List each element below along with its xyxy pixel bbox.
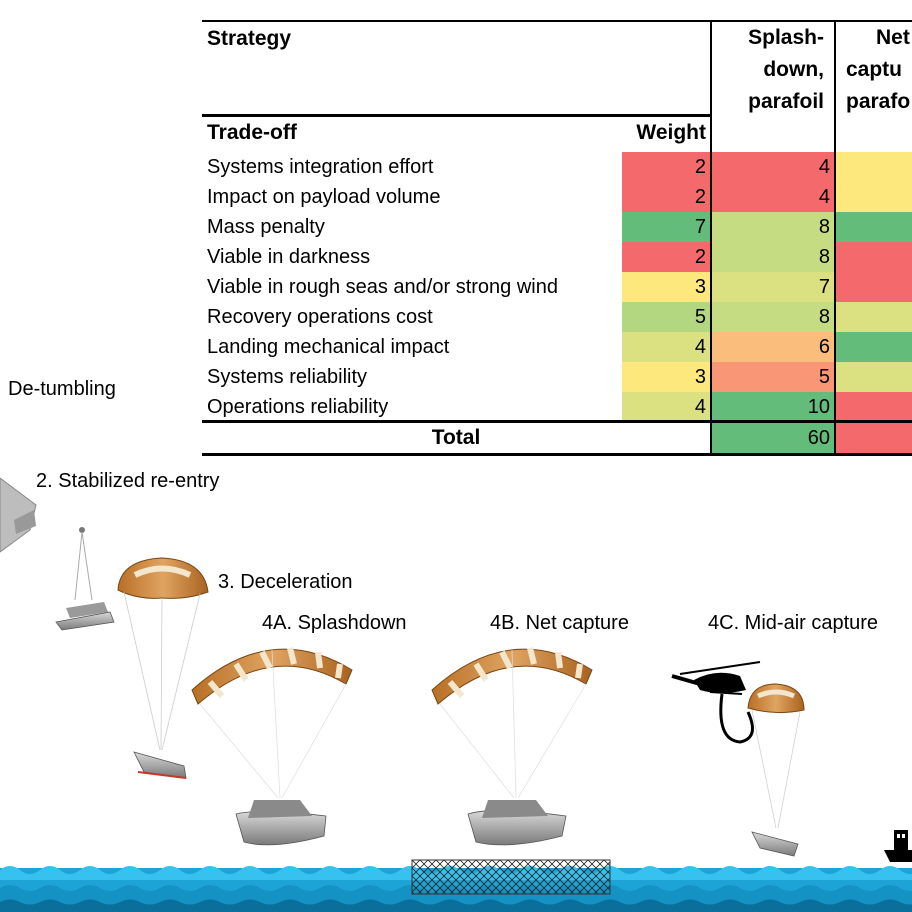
subheader-rule — [202, 114, 712, 117]
score-cell-1: 6 — [712, 332, 834, 362]
total-score-1: 60 — [712, 423, 834, 453]
strategy-header: Strategy — [207, 27, 292, 50]
tradeoff-label: Landing mechanical impact — [207, 336, 450, 358]
strategy-col-1-header: Splash- down, parafoil — [714, 22, 832, 118]
weight-box-right — [710, 116, 712, 150]
tumbling-vehicle — [0, 477, 37, 553]
total-top-rule — [202, 420, 912, 423]
midair-capture — [671, 661, 805, 857]
weight-cell: 2 — [622, 182, 710, 212]
tradeoff-label: Systems integration effort — [207, 156, 434, 178]
strategy-col-1-line-2: down, — [763, 58, 824, 81]
label-net-capture: 4B. Net capture — [490, 612, 629, 634]
strategy-col-2-line-1: Net — [876, 26, 910, 49]
label-detumbling: De-tumbling — [8, 378, 116, 400]
weight-cell: 2 — [622, 242, 710, 272]
weight-header: Weight — [636, 121, 706, 144]
deceleration-parachute — [117, 557, 209, 779]
score-cell-1: 8 — [712, 242, 834, 272]
tradeoff-header: Trade-off — [207, 121, 297, 144]
score-cell-2 — [836, 332, 912, 362]
score-cell-2 — [836, 212, 912, 242]
parafoil-net-capture — [431, 647, 593, 846]
tradeoff-label: Systems reliability — [207, 366, 368, 388]
score-cell-1: 8 — [712, 212, 834, 242]
label-splashdown: 4A. Splashdown — [262, 612, 407, 634]
strategy-col-1-line-3: parafoil — [748, 90, 824, 113]
score-cell-2 — [836, 152, 912, 182]
score-cell-2 — [836, 302, 912, 332]
label-midair-capture: 4C. Mid-air capture — [708, 612, 879, 634]
strategy-col-2-line-3: parafo — [846, 90, 911, 113]
score-cell-2 — [836, 392, 912, 422]
total-bottom-rule — [202, 453, 912, 456]
weight-cell: 7 — [622, 212, 710, 242]
label-reentry: 2. Stabilized re-entry — [36, 470, 220, 492]
weight-cell: 4 — [622, 332, 710, 362]
label-deceleration: 3. Deceleration — [218, 571, 353, 593]
table-col-divider-2 — [834, 20, 836, 456]
score-cell-1: 7 — [712, 272, 834, 302]
tradeoff-label: Viable in darkness — [207, 246, 371, 268]
score-cell-1: 5 — [712, 362, 834, 392]
weight-cell: 4 — [622, 392, 710, 422]
recovery-ship — [884, 830, 912, 862]
strategy-col-1-line-1: Splash- — [748, 26, 824, 49]
tradeoff-label: Operations reliability — [207, 396, 389, 418]
score-cell-2 — [836, 182, 912, 212]
tradeoff-label: Impact on payload volume — [207, 186, 441, 208]
score-cell-1: 4 — [712, 152, 834, 182]
tradeoff-label: Viable in rough seas and/or strong wind — [207, 276, 558, 298]
sea — [0, 859, 912, 912]
weight-cell: 3 — [622, 362, 710, 392]
total-score-2 — [836, 423, 912, 453]
score-cell-2 — [836, 242, 912, 272]
total-label: Total — [431, 426, 481, 449]
tradeoff-table: Strategy Splash- down, parafoil Net capt… — [202, 20, 912, 456]
strategy-col-2-header: Net captu parafo — [846, 22, 912, 118]
weight-cell: 3 — [622, 272, 710, 302]
weight-cell: 5 — [622, 302, 710, 332]
score-cell-2 — [836, 362, 912, 392]
tradeoff-label: Recovery operations cost — [207, 306, 433, 328]
score-cell-2 — [836, 272, 912, 302]
table-col-divider-1 — [710, 20, 712, 456]
score-cell-1: 4 — [712, 182, 834, 212]
parafoil-splashdown — [191, 647, 353, 846]
score-cell-1: 10 — [712, 392, 834, 422]
strategy-col-2-line-2: captu — [846, 58, 903, 81]
capture-net — [411, 859, 611, 895]
tradeoff-label: Mass penalty — [207, 216, 325, 238]
score-cell-1: 8 — [712, 302, 834, 332]
table-top-rule — [202, 20, 912, 22]
weight-cell: 2 — [622, 152, 710, 182]
drogue-vehicle — [55, 527, 115, 631]
